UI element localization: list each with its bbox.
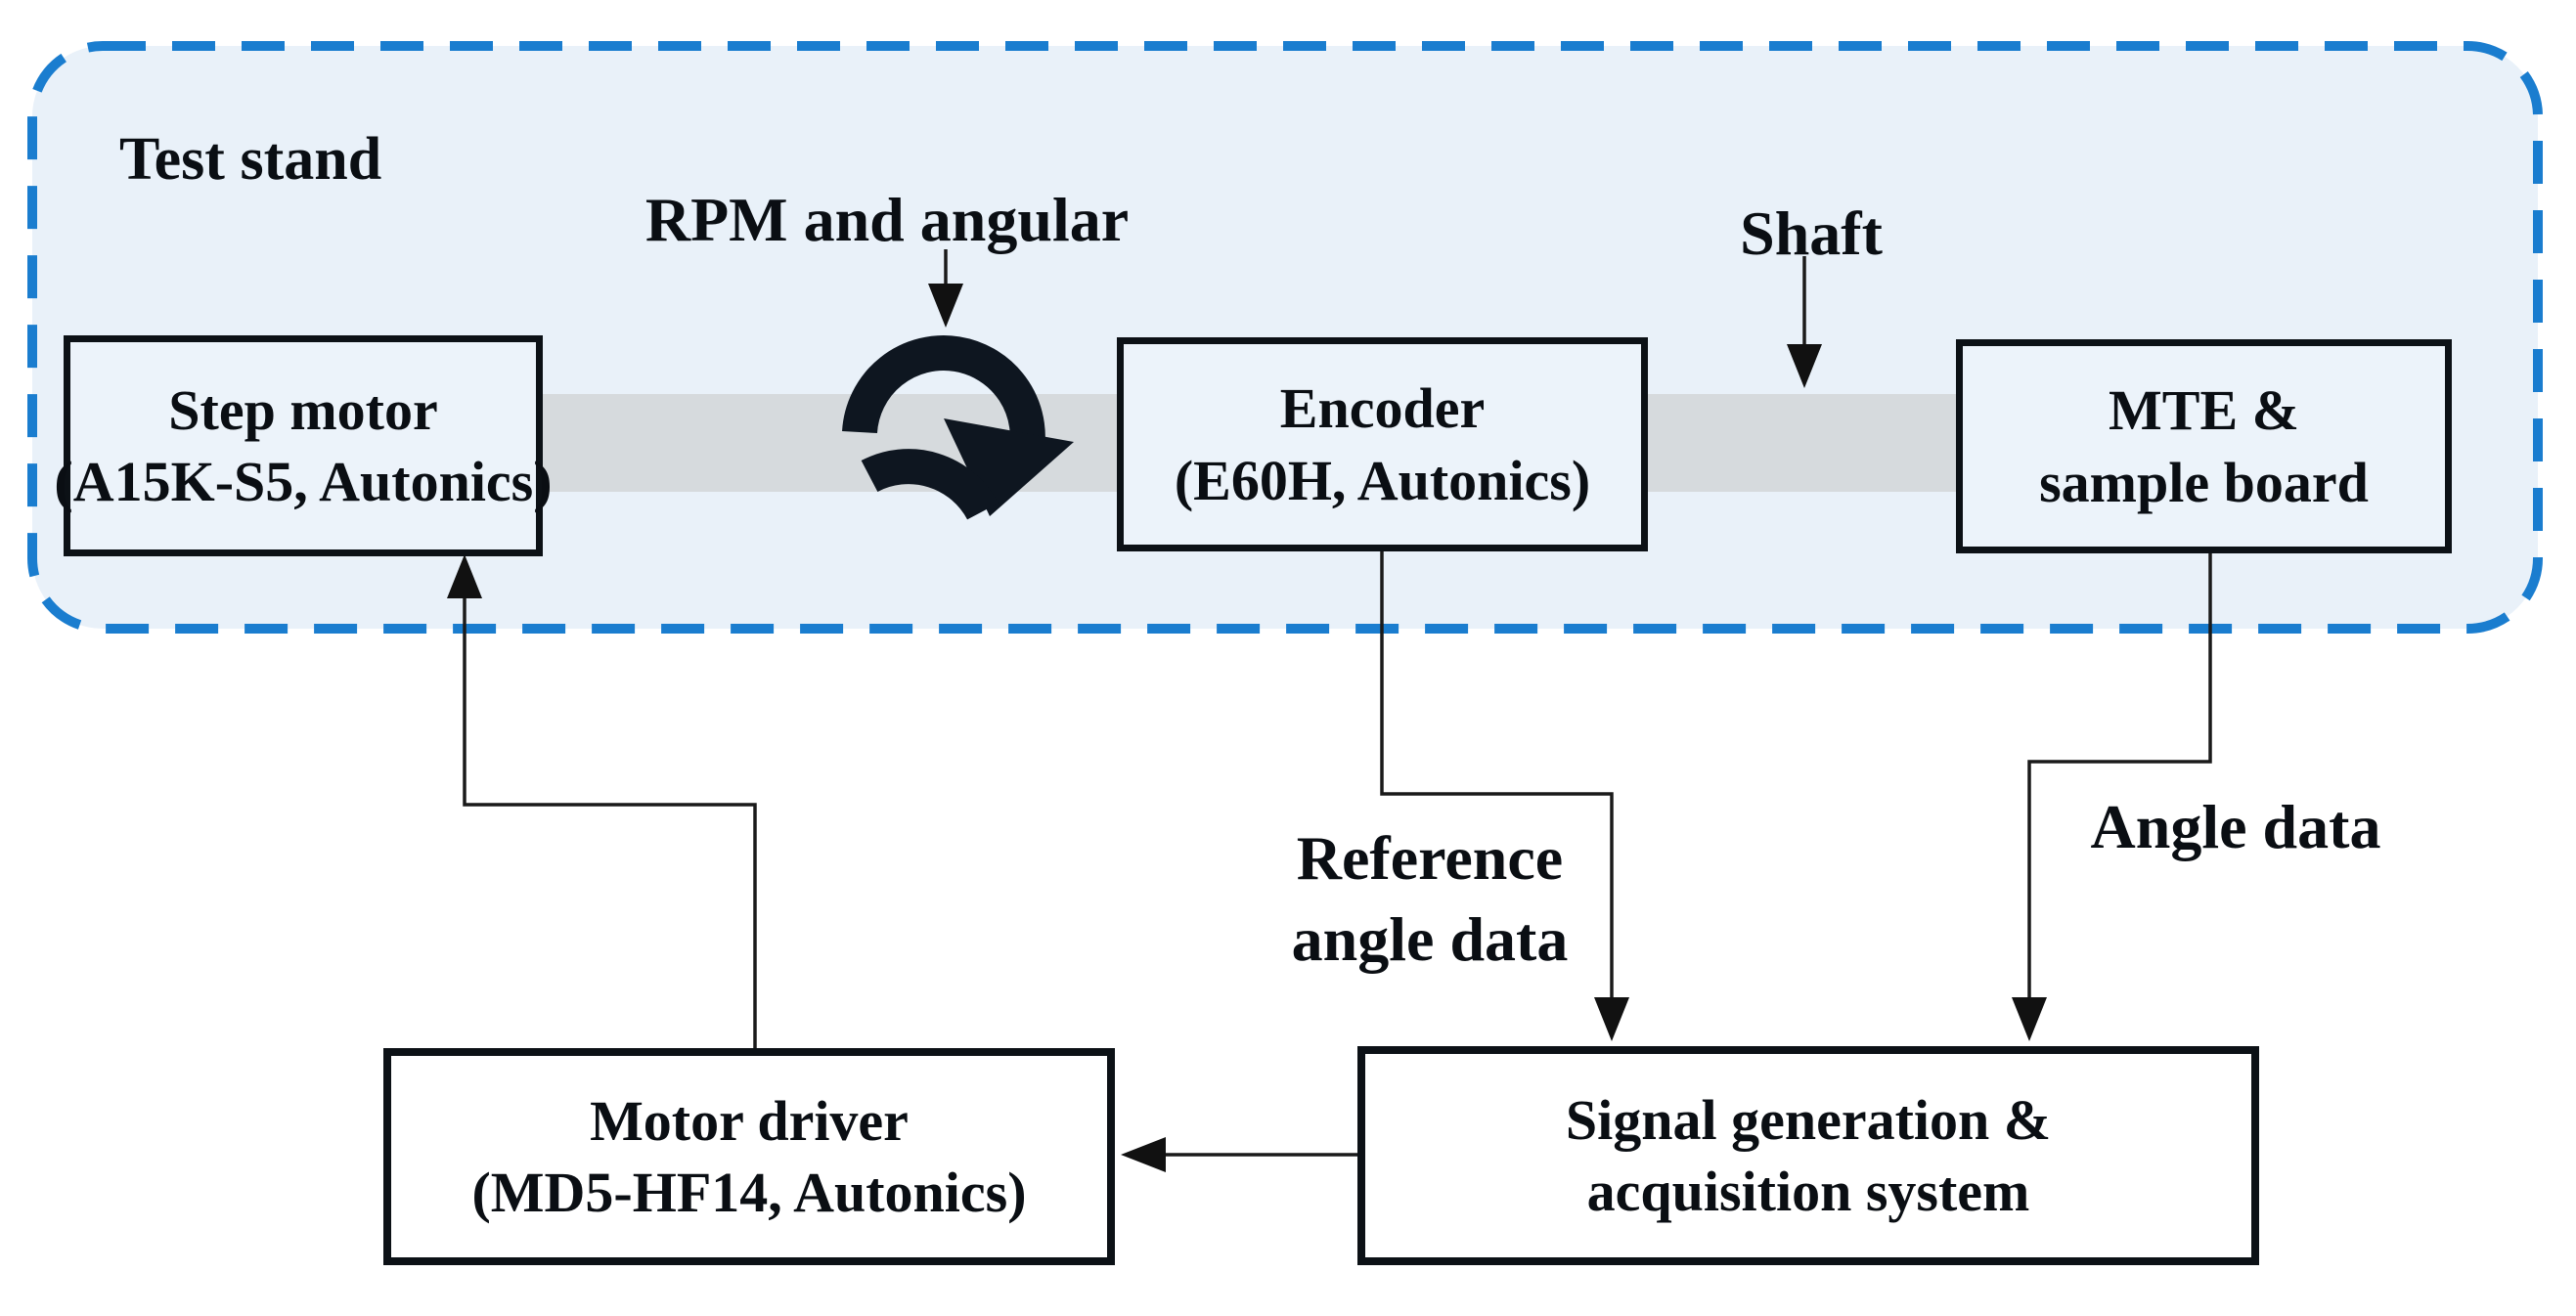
signal-to-driver-connector: [1121, 1137, 1357, 1172]
reference-angle-data-line1: Reference: [1296, 823, 1564, 893]
rpm-arrow: [928, 249, 963, 328]
angle-data-connector: [2012, 552, 2212, 1041]
signal-system-title: Signal generation &: [1565, 1087, 2052, 1152]
reference-angle-connector: [1380, 549, 1629, 1041]
encoder-subtitle: (E60H, Autonics): [1174, 448, 1591, 512]
shaft-label: Shaft: [1740, 198, 1883, 268]
signal-system-box: Signal generation & acquisition system: [1357, 1046, 2259, 1265]
reference-angle-data-label: Reference angle data: [1292, 817, 1569, 980]
motor-driver-title: Motor driver: [590, 1088, 909, 1153]
angle-data-label: Angle data: [2090, 792, 2381, 861]
motor-driver-subtitle: (MD5-HF14, Autonics): [471, 1161, 1027, 1224]
test-stand-label: Test stand: [119, 126, 382, 193]
motor-feedback-connector: [447, 554, 757, 1054]
mte-title: MTE &: [2109, 378, 2299, 443]
encoder-title: Encoder: [1279, 376, 1486, 441]
step-motor-title: Step motor: [168, 377, 438, 442]
mte-subtitle: sample board: [2039, 450, 2369, 514]
motor-driver-box: Motor driver (MD5-HF14, Autonics): [383, 1048, 1115, 1265]
step-motor-subtitle: (A15K-S5, Autonics): [54, 450, 553, 513]
encoder-box: Encoder (E60H, Autonics): [1117, 337, 1648, 551]
rpm-angular-label: RPM and angular: [644, 185, 1130, 254]
step-motor-box: Step motor (A15K-S5, Autonics): [54, 335, 553, 556]
shaft-arrow: [1787, 256, 1822, 388]
reference-angle-data-line2: angle data: [1291, 904, 1569, 975]
signal-system-subtitle: acquisition system: [1586, 1160, 2030, 1223]
rotation-icon: [842, 335, 1074, 520]
mte-sample-board-box: MTE & sample board: [1956, 339, 2452, 553]
